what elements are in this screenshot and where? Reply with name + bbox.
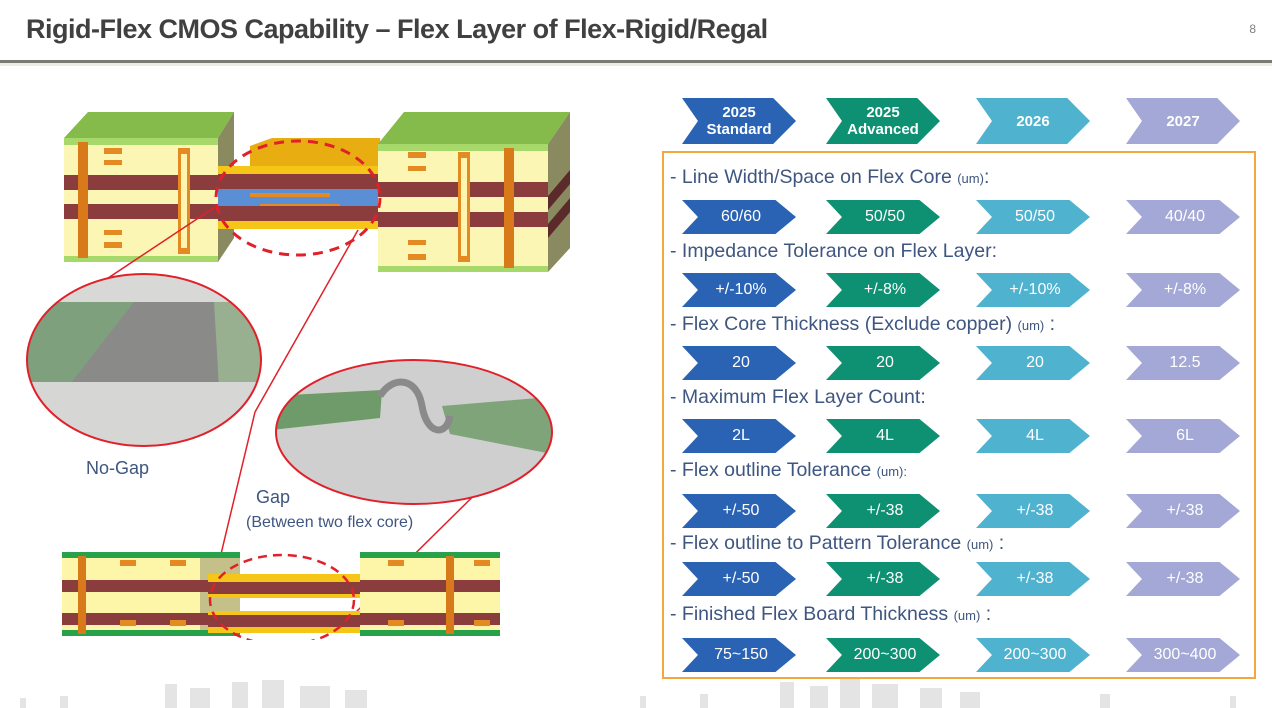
spec-label: - Impedance Tolerance on Flex Layer: bbox=[670, 240, 997, 263]
spec-value: +/-38 bbox=[826, 562, 940, 596]
gap-stackup-diagram bbox=[62, 552, 500, 640]
spec-label-text: - Flex Core Thickness (Exclude copper) bbox=[670, 313, 1018, 335]
spec-unit: (um): bbox=[876, 464, 908, 479]
spec-value: +/-50 bbox=[682, 562, 796, 596]
spec-suffix: : bbox=[980, 603, 992, 625]
spec-unit: (um) bbox=[1017, 318, 1045, 333]
spec-suffix: : bbox=[983, 166, 990, 188]
spec-value: +/-38 bbox=[1126, 562, 1240, 596]
column-year: 2025 bbox=[866, 104, 900, 121]
spec-value: 200~300 bbox=[976, 638, 1090, 672]
spec-value: 20 bbox=[682, 346, 796, 380]
slide-title: Rigid-Flex CMOS Capability – Flex Layer … bbox=[26, 14, 768, 44]
spec-label-text: - Maximum Flex Layer Count: bbox=[670, 386, 926, 408]
spec-label-text: - Flex outline to Pattern Tolerance bbox=[670, 532, 967, 554]
spec-label: - Flex outline Tolerance (um): bbox=[670, 459, 907, 482]
spec-value: 4L bbox=[826, 419, 940, 453]
column-year: 2027 bbox=[1166, 112, 1200, 130]
spec-value: 6L bbox=[1126, 419, 1240, 453]
spec-suffix: : bbox=[993, 532, 1005, 554]
title-bar: Rigid-Flex CMOS Capability – Flex Layer … bbox=[0, 0, 1272, 62]
spec-unit: (um) bbox=[953, 608, 981, 623]
spec-label: - Line Width/Space on Flex Core (um): bbox=[670, 166, 989, 189]
spec-label: - Maximum Flex Layer Count: bbox=[670, 386, 926, 409]
gap-photo bbox=[275, 359, 553, 505]
spec-table-frame bbox=[662, 151, 1256, 679]
no-gap-stackup-diagram bbox=[64, 112, 570, 272]
no-gap-photo bbox=[26, 273, 262, 447]
spec-unit: (um) bbox=[966, 537, 994, 552]
column-tier: Standard bbox=[706, 121, 772, 138]
column-header-2025-standard: 2025 Standard bbox=[682, 98, 796, 144]
spec-value: 2L bbox=[682, 419, 796, 453]
spec-label-text: - Flex outline Tolerance bbox=[670, 459, 877, 481]
gap-label: Gap bbox=[256, 487, 291, 507]
spec-value: +/-38 bbox=[976, 494, 1090, 528]
spec-value: +/-10% bbox=[976, 273, 1090, 307]
column-year: 2026 bbox=[1016, 112, 1050, 130]
spec-value: +/-38 bbox=[1126, 494, 1240, 528]
spec-value: 40/40 bbox=[1126, 200, 1240, 234]
spec-suffix: : bbox=[1044, 313, 1056, 335]
spec-value: 4L bbox=[976, 419, 1090, 453]
column-tier: Advanced bbox=[847, 121, 919, 138]
spec-value: 50/50 bbox=[826, 200, 940, 234]
spec-value: 12.5 bbox=[1126, 346, 1240, 380]
spec-label-text: - Line Width/Space on Flex Core bbox=[670, 166, 958, 188]
spec-value: 50/50 bbox=[976, 200, 1090, 234]
spec-value: +/-38 bbox=[826, 494, 940, 528]
spec-label: - Flex outline to Pattern Tolerance (um)… bbox=[670, 532, 1004, 555]
spec-value: +/-8% bbox=[1126, 273, 1240, 307]
spec-value: +/-8% bbox=[826, 273, 940, 307]
title-divider-shadow bbox=[0, 63, 1272, 66]
spec-label: - Finished Flex Board Thickness (um) : bbox=[670, 603, 991, 626]
skyline-decoration bbox=[20, 678, 1236, 708]
spec-value: 20 bbox=[826, 346, 940, 380]
spec-label-text: - Finished Flex Board Thickness bbox=[670, 603, 954, 625]
spec-value: 20 bbox=[976, 346, 1090, 380]
column-header-2025-advanced: 2025 Advanced bbox=[826, 98, 940, 144]
no-gap-label: No-Gap bbox=[86, 458, 150, 478]
page-number: 8 bbox=[1249, 22, 1256, 36]
spec-label: - Flex Core Thickness (Exclude copper) (… bbox=[670, 313, 1055, 336]
spec-unit: (um) bbox=[957, 171, 984, 186]
spec-value: 60/60 bbox=[682, 200, 796, 234]
roadmap-header: 2025 Standard 2025 Advanced 2026 2027 bbox=[682, 98, 1242, 144]
spec-value: +/-10% bbox=[682, 273, 796, 307]
spec-value: 300~400 bbox=[1126, 638, 1240, 672]
column-year: 2025 bbox=[722, 104, 756, 121]
spec-value: +/-38 bbox=[976, 562, 1090, 596]
spec-label-text: - Impedance Tolerance on Flex Layer: bbox=[670, 240, 997, 262]
column-header-2027: 2027 bbox=[1126, 98, 1240, 144]
title-divider bbox=[0, 60, 1272, 63]
spec-value: +/-50 bbox=[682, 494, 796, 528]
gap-sublabel: (Between two flex core) bbox=[246, 514, 414, 531]
spec-value: 75~150 bbox=[682, 638, 796, 672]
column-header-2026: 2026 bbox=[976, 98, 1090, 144]
spec-value: 200~300 bbox=[826, 638, 940, 672]
